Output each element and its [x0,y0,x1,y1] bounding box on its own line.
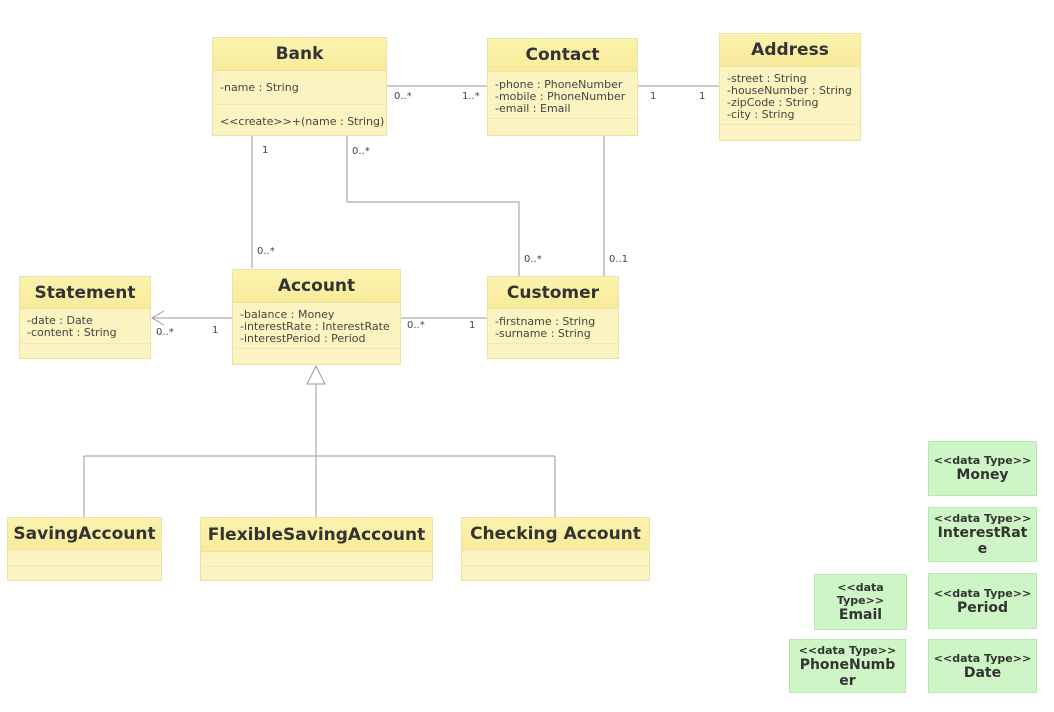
class-name: SavingAccount [8,518,161,550]
stereotype: <<data Type>> [836,581,885,607]
operation: <<create>>+(name : String) [220,115,385,128]
multiplicity-label: 0..* [257,246,275,257]
datatype-name: Date [963,664,1002,681]
statement-arrowhead [151,310,165,326]
generalization-arrowhead [306,364,326,385]
class-bank[interactable]: Bank -name : String <<create>>+(name : S… [212,37,387,136]
multiplicity-label: 0..* [352,146,370,157]
bank-customer-association [346,136,520,276]
class-name: FlexibleSavingAccount [201,518,432,552]
attributes-section [462,550,649,566]
datatype-name: Money [956,467,1009,483]
datatype-name: InterestRate [937,525,1028,557]
stereotype: <<data Type>> [933,651,1032,665]
multiplicity-label: 0..* [407,320,425,331]
operations-section [20,344,150,358]
multiplicity-label: 1 [212,325,219,336]
operations-section: <<create>>+(name : String) [213,105,386,135]
attribute: -zipCode : String [727,96,819,109]
operations-section [8,566,161,580]
multiplicity-label: 1 [699,91,706,102]
attributes-section: -name : String [213,71,386,105]
operations-section [233,349,400,364]
class-flexible-saving-account[interactable]: FlexibleSavingAccount [200,517,433,581]
attributes-section: -balance : Money -interestRate : Interes… [233,303,400,349]
multiplicity-label: 1..* [462,91,480,102]
multiplicity-label: 0..1 [609,254,629,265]
class-name: Statement [20,277,150,309]
datatype-period[interactable]: <<data Type>> Period [928,573,1037,629]
attribute: -date : Date [27,314,93,327]
datatype-name: Email [838,607,883,623]
datatype-name: Period [956,599,1009,616]
class-checking-account[interactable]: Checking Account [461,517,650,581]
class-address[interactable]: Address -street : String -houseNumber : … [719,33,861,141]
attribute: -name : String [220,81,299,94]
attribute: -city : String [727,108,795,121]
operations-section [462,566,649,580]
operations-section [488,344,618,358]
attribute: -email : Email [495,102,571,115]
datatype-name: PhoneNumber [799,656,896,689]
multiplicity-label: 1 [469,320,476,331]
class-account[interactable]: Account -balance : Money -interestRate :… [232,269,401,365]
attribute: -interestRate : InterestRate [240,320,390,333]
attribute: -street : String [727,72,807,85]
attributes-section [201,552,432,567]
attribute: -mobile : PhoneNumber [495,90,626,103]
class-name: Checking Account [462,518,649,550]
class-contact[interactable]: Contact -phone : PhoneNumber -mobile : P… [487,38,638,136]
class-name: Account [233,270,400,303]
attribute: -phone : PhoneNumber [495,78,623,91]
stereotype: <<data Type>> [933,512,1032,525]
operations-section [720,125,860,140]
class-saving-account[interactable]: SavingAccount [7,517,162,581]
attributes-section: -firstname : String -surname : String [488,309,618,344]
class-name: Contact [488,39,637,72]
stereotype: <<data Type>> [933,586,1032,600]
attributes-section: -phone : PhoneNumber -mobile : PhoneNumb… [488,72,637,119]
attribute: -content : String [27,326,117,339]
multiplicity-label: 1 [650,91,657,102]
class-name: Bank [213,38,386,71]
multiplicity-label: 0..* [394,91,412,102]
attribute: -interestPeriod : Period [240,332,366,345]
datatype-date[interactable]: <<data Type>> Date [928,639,1037,693]
stereotype: <<data Type>> [798,643,897,657]
attribute: -firstname : String [495,315,596,328]
datatype-phone-number[interactable]: <<data Type>> PhoneNumber [789,639,906,693]
class-name: Address [720,34,860,67]
attribute: -surname : String [495,327,591,340]
multiplicity-label: 0..* [524,254,542,265]
attributes-section: -date : Date -content : String [20,309,150,344]
stereotype: <<data Type>> [933,454,1032,467]
datatype-interest-rate[interactable]: <<data Type>> InterestRate [928,507,1037,562]
attributes-section: -street : String -houseNumber : String -… [720,67,860,125]
multiplicity-label: 0..* [156,327,174,338]
multiplicity-label: 1 [262,145,269,156]
datatype-money[interactable]: <<data Type>> Money [928,441,1037,496]
datatype-email[interactable]: <<data Type>> Email [814,574,907,630]
attribute: -houseNumber : String [727,84,852,97]
class-name: Customer [488,277,618,309]
operations-section [488,119,637,135]
attribute: -balance : Money [240,308,335,321]
class-customer[interactable]: Customer -firstname : String -surname : … [487,276,619,359]
class-statement[interactable]: Statement -date : Date -content : String [19,276,151,359]
attributes-section [8,550,161,566]
operations-section [201,567,432,580]
